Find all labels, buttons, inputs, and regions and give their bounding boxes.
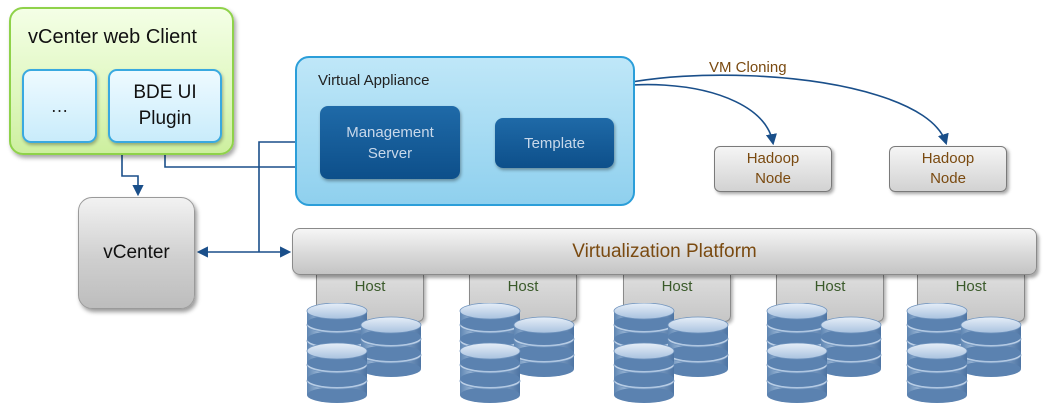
datastore-icon: [305, 303, 425, 415]
host-1-label: Host: [354, 278, 386, 295]
virtual-appliance-title: Virtual Appliance: [318, 72, 430, 89]
hadoop-node-2-line2: Node: [930, 170, 966, 187]
host-3-label: Host: [661, 278, 693, 295]
datastore-icon: [458, 303, 578, 415]
datastore-icon: [765, 303, 885, 415]
bde-plugin-line1: BDE UI: [133, 82, 197, 103]
host-5-label: Host: [955, 278, 987, 295]
hadoop-node-1-line1: Hadoop: [746, 150, 800, 167]
vcenter-box: vCenter: [78, 197, 195, 309]
template-label: Template: [524, 134, 585, 152]
template-box: Template: [495, 118, 614, 168]
more-plugins-label: …: [50, 95, 69, 116]
vcenter-label: vCenter: [103, 242, 170, 263]
datastore-icon: [905, 303, 1025, 415]
mgmt-line1: Management: [346, 123, 434, 141]
webclient-to-vcenter-arrow: [121, 155, 144, 197]
hadoop-node-1-line2: Node: [755, 170, 791, 187]
bde-ui-plugin-box: BDE UI Plugin: [108, 69, 222, 143]
more-plugins-box: …: [22, 69, 97, 143]
platform-label: Virtualization Platform: [572, 240, 757, 262]
virtualization-platform-bar: Virtualization Platform: [292, 228, 1037, 275]
hadoop-node-1: Hadoop Node: [714, 146, 832, 192]
hadoop-node-2: Hadoop Node: [889, 146, 1007, 192]
host-2-label: Host: [507, 278, 539, 295]
mgmt-line2: Server: [367, 144, 413, 162]
datastore-icon: [612, 303, 732, 415]
management-server-box: Management Server: [320, 106, 460, 179]
vm-cloning-label: VM Cloning: [709, 59, 787, 76]
web-client-title: vCenter web Client: [28, 26, 197, 48]
host-4-label: Host: [814, 278, 846, 295]
bde-plugin-line2: Plugin: [138, 108, 192, 129]
hadoop-node-2-line1: Hadoop: [921, 150, 975, 167]
